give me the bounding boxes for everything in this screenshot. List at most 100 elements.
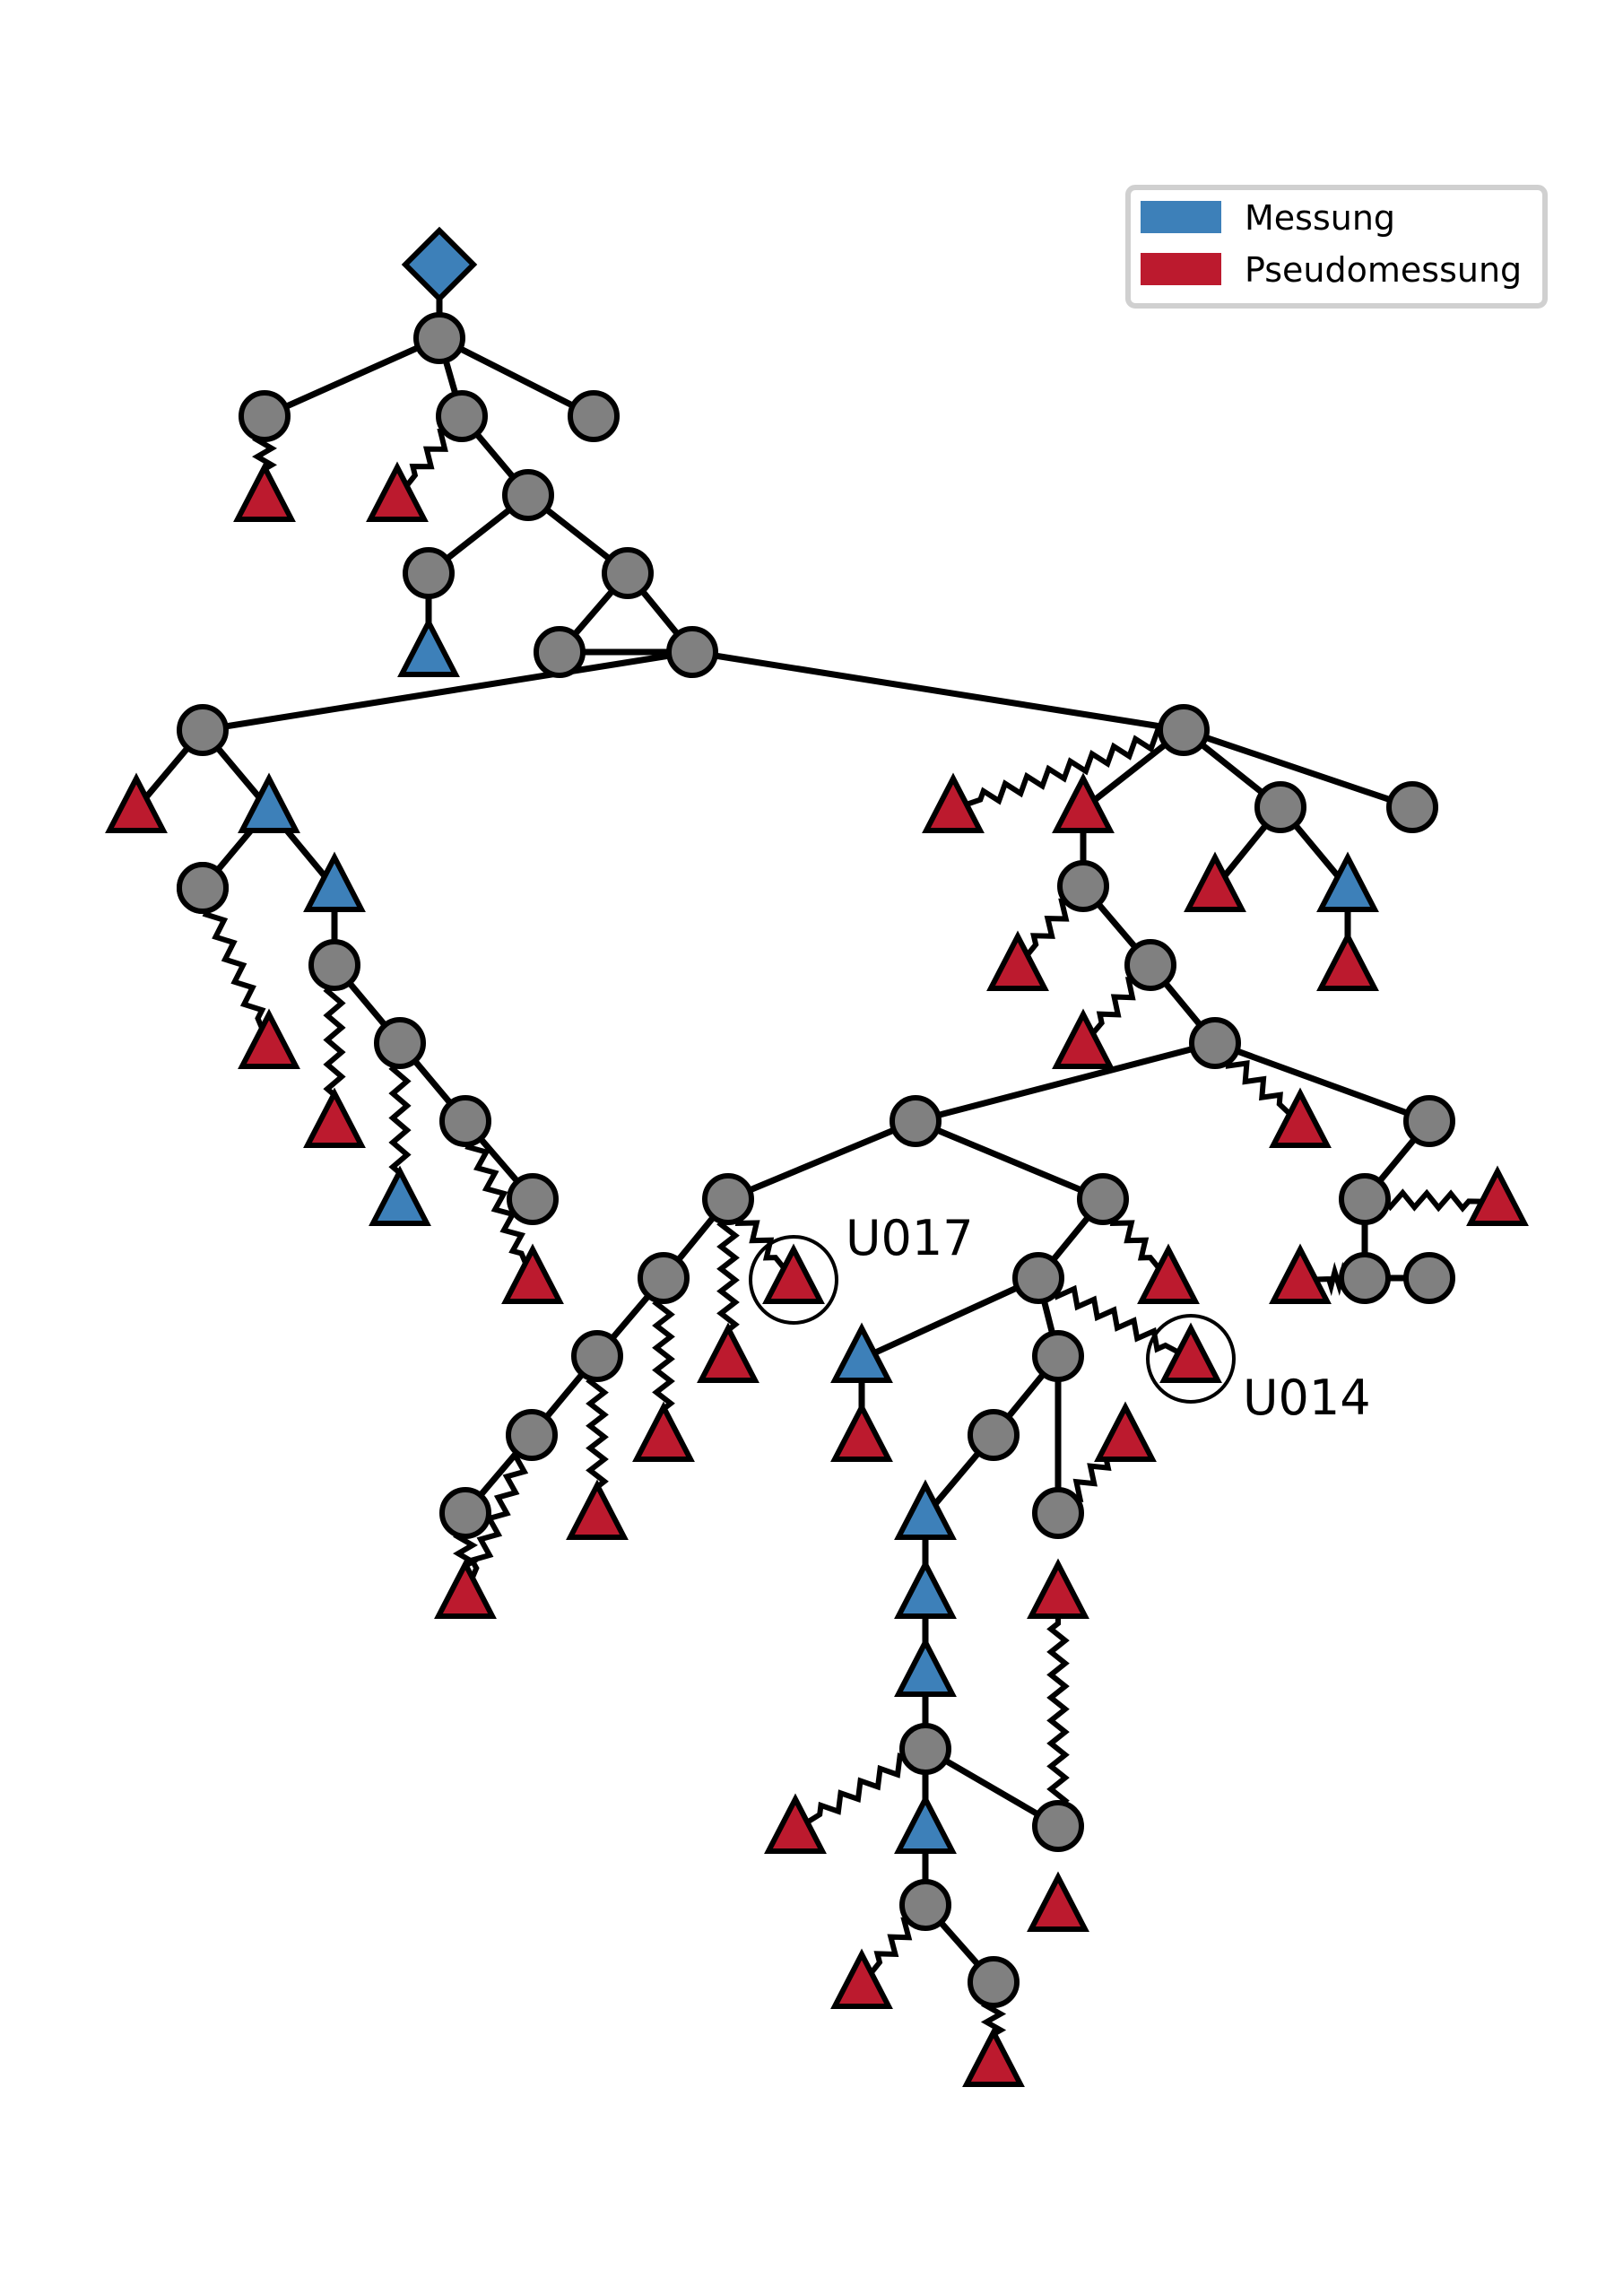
legend: Messung Pseudomessung <box>1125 185 1548 309</box>
pseudo-link <box>952 727 1185 812</box>
pseudo-measurement-triangle-icon <box>1052 1008 1115 1069</box>
bus-node <box>666 626 718 678</box>
edge <box>912 1118 1107 1203</box>
edge <box>858 1274 1042 1362</box>
pseudo-measurement-triangle-icon <box>1269 1243 1332 1304</box>
pseudo-measurement-triangle-icon <box>697 1322 759 1383</box>
pseudo-measurement-triangle-icon <box>1466 1165 1529 1226</box>
bus-node <box>899 1723 951 1775</box>
pseudo-link <box>652 1278 675 1438</box>
highlight-ring-u017 <box>749 1235 838 1325</box>
bus-node <box>602 547 654 599</box>
highlight-label-u017: U017 <box>846 1210 974 1266</box>
bus-node <box>1254 781 1306 833</box>
bus-node <box>1189 1017 1241 1069</box>
bus-node <box>899 1879 951 1931</box>
bus-node <box>968 1956 1020 2008</box>
pseudo-measurement-triangle-icon <box>105 772 168 833</box>
bus-node <box>638 1252 690 1304</box>
pseudo-measurement-triangle-icon <box>1052 772 1115 833</box>
bus-node <box>1032 1487 1084 1539</box>
pseudo-link <box>794 1746 927 1832</box>
pseudo-measurement-triangle-icon <box>1269 1087 1332 1148</box>
bus-node <box>1012 1252 1064 1304</box>
pseudo-measurement-triangle-icon <box>501 1243 564 1304</box>
pseudo-link <box>716 1199 740 1359</box>
bus-node <box>1077 1173 1129 1225</box>
pseudo-measurement-triangle-icon <box>830 1401 893 1462</box>
bus-node <box>413 312 465 364</box>
pseudo-measurement-triangle-icon <box>1137 1243 1200 1304</box>
bus-node <box>968 1409 1020 1461</box>
bus-node <box>1124 939 1176 991</box>
measurement-triangle-icon <box>303 851 366 912</box>
pseudo-measurement-triangle-icon <box>303 1087 366 1148</box>
pseudo-measurement-triangle-icon <box>962 2026 1025 2087</box>
pseudo-measurement-triangle-icon <box>1184 851 1246 912</box>
bus-node <box>436 390 488 442</box>
bus-node <box>177 704 229 756</box>
legend-box <box>1125 185 1548 309</box>
bus-node <box>177 862 229 914</box>
bus-node <box>568 390 620 442</box>
pseudo-measurement-triangle-icon <box>1027 1871 1089 1932</box>
bus-node <box>1403 1095 1455 1147</box>
bus-node <box>1339 1173 1391 1225</box>
pseudo-measurement-triangle-icon <box>1094 1401 1157 1462</box>
pseudo-link <box>463 1119 535 1282</box>
bus-node <box>506 1409 558 1461</box>
source-diamond-icon <box>401 226 478 303</box>
measurement-triangle-icon <box>894 1558 957 1619</box>
pseudo-measurement-triangle-icon <box>566 1479 629 1540</box>
edge <box>912 1039 1219 1125</box>
pseudo-link <box>323 965 346 1124</box>
pseudo-measurement-triangle-icon <box>233 461 296 522</box>
bus-node <box>1339 1252 1391 1304</box>
measurement-triangle-icon <box>894 1636 957 1697</box>
bus-node <box>1032 1330 1084 1382</box>
edge <box>1211 1039 1433 1125</box>
bus-node <box>403 547 455 599</box>
pseudo-measurement-triangle-icon <box>922 772 985 833</box>
measurement-triangle-icon <box>894 1479 957 1540</box>
highlight-label-u014: U014 <box>1243 1370 1371 1426</box>
edge <box>689 648 1187 734</box>
bus-node <box>1057 860 1109 912</box>
edge <box>261 335 443 420</box>
pseudo-measurement-triangle-icon <box>1159 1322 1222 1383</box>
highlight-ring-u014 <box>1146 1314 1236 1404</box>
bus-node <box>308 939 360 991</box>
edge <box>199 648 696 734</box>
bus-node <box>439 1095 491 1147</box>
pseudo-measurement-triangle-icon <box>632 1401 695 1462</box>
bus-node <box>571 1330 623 1382</box>
bus-node <box>502 469 554 521</box>
pseudo-measurement-triangle-icon <box>830 1948 893 2009</box>
bus-node <box>1403 1252 1455 1304</box>
pseudo-measurement-triangle-icon <box>1316 930 1379 991</box>
bus-node <box>239 390 291 442</box>
pseudo-link <box>586 1356 609 1516</box>
edge <box>436 335 597 420</box>
pseudo-measurement-triangle-icon <box>238 1008 300 1069</box>
bus-node <box>534 626 586 678</box>
pseudo-link <box>1037 1275 1193 1361</box>
edge <box>1180 726 1416 811</box>
measurement-triangle-icon <box>830 1322 893 1383</box>
pseudo-link <box>1046 1595 1070 1826</box>
pseudo-link <box>463 1433 534 1596</box>
edge <box>725 1118 919 1203</box>
bus-node <box>1158 704 1210 756</box>
measurement-triangle-icon <box>397 616 460 677</box>
pseudo-measurement-triangle-icon <box>434 1558 497 1619</box>
pseudo-measurement-triangle-icon <box>764 1793 827 1854</box>
bus-node <box>1032 1800 1084 1852</box>
pseudo-measurement-triangle-icon <box>366 461 429 522</box>
bus-node <box>1386 781 1438 833</box>
pseudo-link <box>200 886 272 1047</box>
bus-node <box>702 1173 754 1225</box>
pseudo-measurement-triangle-icon <box>762 1243 825 1304</box>
pseudo-measurement-triangle-icon <box>1027 1558 1089 1619</box>
legend-swatch-pseudomessung <box>1141 253 1221 285</box>
pseudo-measurement-triangle-icon <box>986 930 1049 991</box>
